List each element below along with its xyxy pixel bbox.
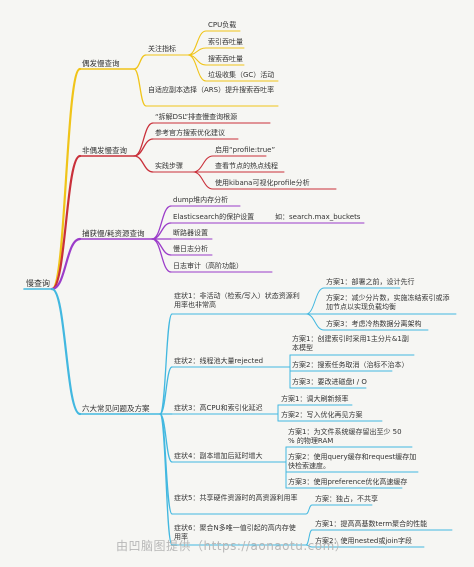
link-capture-3 [151, 238, 172, 256]
step-hot-threads[interactable]: 查看节点的热点线程 [215, 162, 278, 170]
capture-example[interactable]: 如：search.max_buckets [275, 213, 361, 221]
symptom-1[interactable]: 症状1：非活动（检索/写入）状态资源利用率也非常高 [174, 292, 300, 309]
non-sporadic-dsl[interactable]: “拆解DSL”排查慢查询根源 [155, 113, 238, 121]
sporadic-focus[interactable]: 关注指标 [148, 45, 176, 53]
link-capture-1 [151, 222, 172, 240]
step-kibana[interactable]: 使用kibana可视化profile分析 [215, 179, 310, 187]
link-six-symptom-4 [159, 413, 173, 515]
non-sporadic-official[interactable]: 参考官方搜索优化建议 [155, 129, 225, 137]
symptom-3[interactable]: 症状3：高CPU和索引化延迟 [174, 404, 263, 412]
capture-audit[interactable]: 日志审计（高阶功能） [173, 262, 243, 270]
symptom-4-solution-2[interactable]: 方案2：使用query缓存和request缓存加快检索速度。 [288, 453, 417, 470]
symptom-4-solution-3[interactable]: 方案3：使用preference优化高速缓存 [288, 478, 408, 486]
symptom-4[interactable]: 症状4：副本增加后延时增大 [174, 452, 263, 460]
link-step-0 [192, 155, 214, 173]
symptom-1-solution-1[interactable]: 方案1：部署之前，设计先行 [326, 278, 415, 286]
symptom-2-solution-1[interactable]: 方案1：创建索引时采用1主分片&1副本模型 [292, 335, 409, 352]
branch-non-sporadic[interactable]: 非偶发慢查询 [82, 146, 127, 155]
link-focus-metric-3 [187, 54, 207, 82]
link-root-capture [50, 237, 82, 291]
symptom-3-solution-1[interactable]: 方案1：调大刷新频率 [281, 395, 349, 403]
capture-protection[interactable]: Elasticsearch的保护设置 [173, 213, 255, 221]
branch-capture[interactable]: 捕获慢/耗资源查询 [82, 229, 145, 238]
link-six-symptom-1 [159, 366, 173, 415]
symptom-1-solution-3[interactable]: 方案3：考虑冷热数据分离架构 [326, 320, 422, 328]
watermark: 由凹脑图提供（https://aonaotu.com） [116, 539, 348, 553]
link-symptom-5-solution-1 [305, 544, 313, 548]
link-sporadic-ars [133, 68, 147, 107]
link-step-2 [192, 171, 214, 190]
non-sporadic-steps[interactable]: 实践步骤 [155, 162, 183, 170]
symptom-2-solution-2[interactable]: 方案2：搜索任务取消（治标不治本） [292, 361, 409, 369]
symptom-2-solution-3[interactable]: 方案3：要改进磁盘I / O [292, 378, 367, 386]
metric-index-throughput[interactable]: 索引吞吐量 [208, 38, 243, 46]
symptom-5[interactable]: 症状5：共享硬件资源时的高资源利用率 [174, 494, 298, 502]
link-root-six [50, 287, 82, 416]
link-symptom-0-solution-2 [305, 313, 325, 331]
link-six-symptom-5 [159, 413, 173, 546]
capture-dump[interactable]: dump堆内存分析 [173, 196, 229, 204]
link-sporadic-focus [133, 54, 147, 70]
link-root-non-sporadic [50, 154, 82, 291]
symptom-4-solution-1[interactable]: 方案1：为文件系统缓存留出至少 50 % 的物理RAM [288, 428, 402, 445]
symptom-1-solution-2[interactable]: 方案2：减少分片数，实施冻结索引或添加节点以实现负载均衡 [326, 294, 450, 311]
link-six-symptom-0 [159, 313, 173, 415]
sporadic-ars[interactable]: 自适应副本选择（ARS）提升搜索吞吐率 [148, 86, 275, 94]
symptom-6-solution-2[interactable]: 方案2：使用nested或join字段 [315, 537, 412, 545]
metric-gc[interactable]: 垃圾收集（GC）活动 [208, 71, 275, 79]
root-node[interactable]: 慢查询 [26, 279, 50, 288]
symptom-5-solution[interactable]: 方案：独占，不共享 [315, 495, 378, 503]
step-profile[interactable]: 启用“profile:true” [215, 146, 276, 154]
link-non-sporadic-1 [133, 138, 154, 157]
metric-search-throughput[interactable]: 搜索吞吐量 [208, 55, 243, 63]
capture-slowlog[interactable]: 慢日志分析 [173, 245, 208, 253]
link-symptom-4-solution-0 [305, 504, 313, 515]
link-symptom-0-solution-0 [305, 287, 325, 315]
symptom-3-solution-2[interactable]: 方案2：写入优化再见方案 [281, 411, 363, 419]
link-root-sporadic [50, 67, 82, 291]
branch-sporadic[interactable]: 偶发慢查询 [82, 59, 120, 68]
symptom-2[interactable]: 症状2：线程池大量rejected [174, 357, 264, 365]
metric-cpu[interactable]: CPU负载 [208, 21, 237, 29]
symptom-6-solution-1[interactable]: 方案1：提高高基数term聚合的性能 [315, 520, 428, 528]
branch-six-problems[interactable]: 六大常见问题及方案 [82, 404, 150, 413]
link-non-sporadic-2 [133, 155, 154, 173]
link-capture-0 [151, 205, 172, 240]
symptom-6[interactable]: 症状6：聚合N多唯一值引起的高内存使用率 [174, 524, 296, 541]
link-capture-4 [151, 238, 172, 273]
capture-breaker[interactable]: 断路器设置 [173, 229, 208, 237]
